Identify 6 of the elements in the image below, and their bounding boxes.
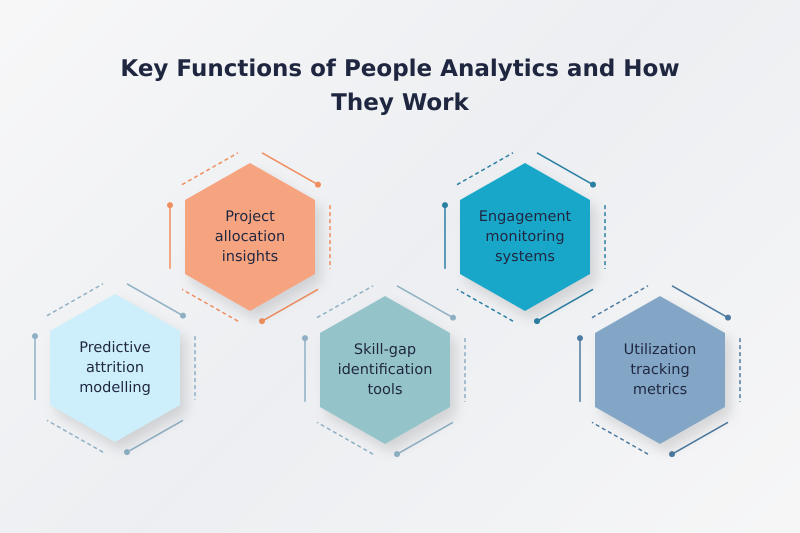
hexagon-label: Skill-gap identification tools xyxy=(336,341,434,400)
hexagon-label: Project allocation insights xyxy=(214,208,286,267)
title: Key Functions of People Analytics and How They Work xyxy=(119,55,681,118)
hexagon-label: Engagement monitoring systems xyxy=(478,208,572,267)
hexagon-label: Utilization tracking metrics xyxy=(622,341,698,400)
hexagon-label: Predictive attrition modelling xyxy=(78,339,152,398)
